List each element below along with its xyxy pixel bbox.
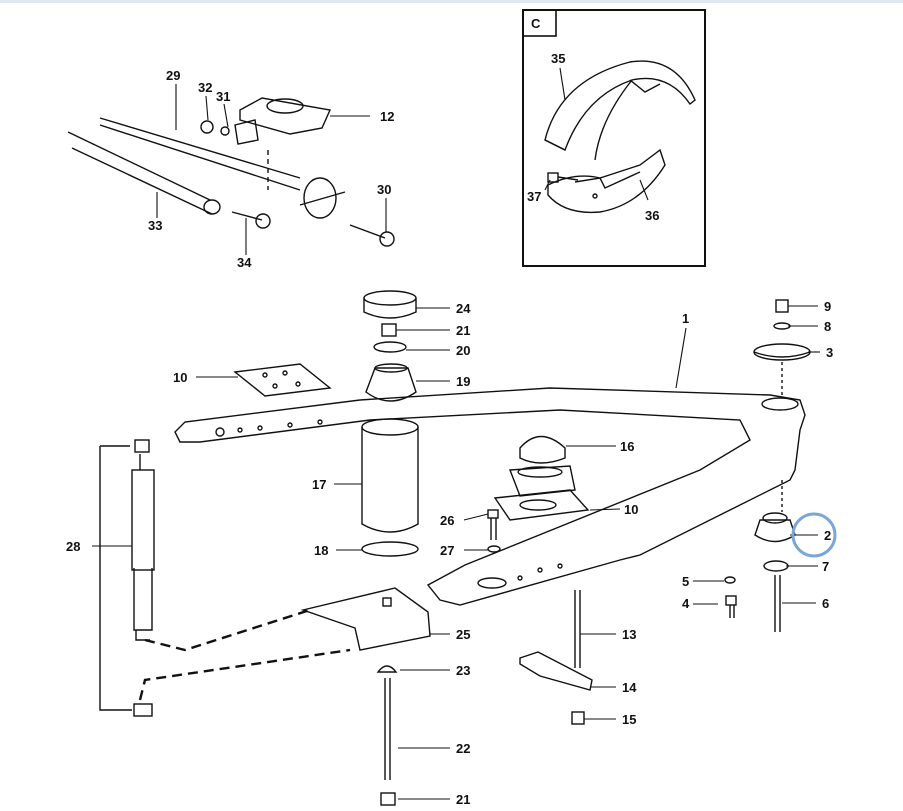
callout-1: 1 xyxy=(682,311,689,326)
callout-20: 20 xyxy=(456,343,470,358)
callout-32: 32 xyxy=(198,80,212,95)
callout-34: 34 xyxy=(237,255,252,270)
fender-part xyxy=(544,60,696,161)
callout-29: 29 xyxy=(166,68,180,83)
rear-beam-assembly xyxy=(67,97,395,247)
callout-18: 18 xyxy=(314,543,328,558)
callout-33: 33 xyxy=(148,218,162,233)
callout-15: 15 xyxy=(622,712,636,727)
callout-16: 16 xyxy=(620,439,634,454)
mudguard-plate-part xyxy=(547,148,666,214)
callout-27: 27 xyxy=(440,543,454,558)
bolt-22-part xyxy=(376,665,398,806)
callout-6: 6 xyxy=(822,596,829,611)
callout-30: 30 xyxy=(377,182,391,197)
callout-19: 19 xyxy=(456,374,470,389)
stud-13-part xyxy=(519,590,593,725)
callout-14: 14 xyxy=(622,680,637,695)
callout-12: 12 xyxy=(380,109,394,124)
callout-24: 24 xyxy=(456,301,471,316)
bolt-26-part xyxy=(487,509,501,553)
callout-3: 3 xyxy=(826,345,833,360)
callout-9: 9 xyxy=(824,299,831,314)
callout-21-top: 21 xyxy=(456,323,470,338)
highlight-ring xyxy=(791,512,837,558)
callout-28: 28 xyxy=(66,539,80,554)
callout-7: 7 xyxy=(822,559,829,574)
callout-21-bottom: 21 xyxy=(456,792,470,807)
window-top-border xyxy=(0,0,903,3)
callout-10-right: 10 xyxy=(624,502,638,517)
callout-17: 17 xyxy=(312,477,326,492)
callout-25: 25 xyxy=(456,627,470,642)
engine-mount-part xyxy=(493,435,590,521)
callout-10-left: 10 xyxy=(173,370,187,385)
callout-2: 2 xyxy=(824,528,831,543)
callout-35: 35 xyxy=(551,51,565,66)
callout-5: 5 xyxy=(682,574,689,589)
callout-22: 22 xyxy=(456,741,470,756)
shock-absorber-part xyxy=(99,439,351,717)
callout-13: 13 xyxy=(622,627,636,642)
inset-c-box xyxy=(522,9,706,267)
callout-26: 26 xyxy=(440,513,454,528)
callout-31: 31 xyxy=(216,89,230,104)
bracket-25-part xyxy=(300,587,431,651)
callout-leaders xyxy=(92,67,820,800)
callout-8: 8 xyxy=(824,319,831,334)
bolt-37-part xyxy=(547,172,579,183)
callout-23: 23 xyxy=(456,663,470,678)
callout-4: 4 xyxy=(682,596,690,611)
callout-37: 37 xyxy=(527,189,541,204)
mounting-plate-left-part xyxy=(233,363,332,397)
inset-label: C xyxy=(531,16,541,31)
callout-36: 36 xyxy=(645,208,659,223)
subframe-part xyxy=(174,387,806,606)
right-mount-parts xyxy=(724,299,811,632)
bushing-stack-part xyxy=(361,290,419,557)
